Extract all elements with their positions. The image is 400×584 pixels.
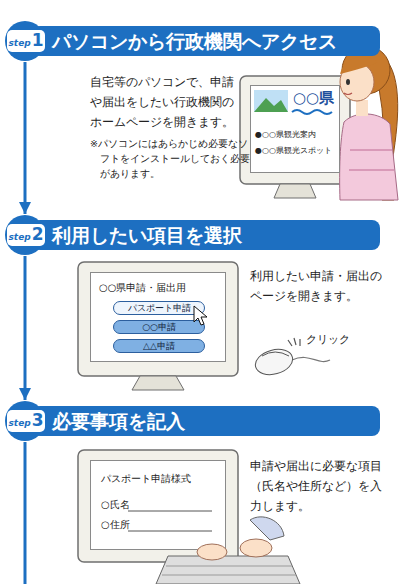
button-node: ○○申請 [113,320,205,334]
screen-node: パスポート申請 ○○申請 △△申請 ○○県申請・届出用 [90,272,226,362]
badge-tab [7,30,45,52]
keyboard [156,556,300,584]
button-node: △△申請 [113,339,205,353]
step-number: 3 [32,410,44,430]
monitor-frame [78,262,238,376]
step-heading: 利用したい項目を選択 [36,220,380,250]
girl-ponytail [374,52,398,200]
flow-arrow [24,62,27,214]
menu-button-text: △△申請 [114,340,204,352]
monitor-3 [78,450,238,562]
flow-line-tail [24,442,27,584]
band-node: 必要事項を記入 [36,406,380,436]
body-text: クリック [306,332,366,348]
girl-eye [346,79,350,85]
badge-text-group: step1 [8,30,44,52]
badge-ring [5,401,45,441]
monitor-stand [132,376,184,390]
girl-shirt [340,114,398,200]
girl-mouth [344,93,352,95]
flow-arrow [24,256,27,400]
step-heading: 必要事項を記入 [36,406,380,436]
monitor-stand [274,184,316,198]
monitor-2 [78,262,238,390]
badge-node: step2 [2,214,48,256]
screen-node: パスポート申請様式 ○氏名 ○住所 [90,460,226,550]
body-text: 利用したい申請・届出のページを開きます。 [250,266,386,306]
menu-button-text: ○○申請 [114,321,204,333]
badge-tab [7,224,45,246]
button-node: パスポート申請 [113,301,205,315]
shirt-stripe [349,169,394,171]
mouse-cable [292,357,330,361]
band-node: パソコンから行政機関へアクセス [36,26,380,56]
monitor-1 [240,76,350,198]
badge-ring [5,215,45,255]
screen-text: ●○○県観光スポット [255,146,332,156]
badge-tab [7,410,45,432]
step-word: step [8,38,30,49]
keyboard-keys [162,566,296,575]
girl-neck [356,100,368,116]
monitor-frame [240,76,350,184]
band-node: 利用したい項目を選択 [36,220,380,250]
screen-text: ●○○県観光案内 [255,130,316,140]
step-word: step [8,232,30,243]
step-word: step [8,418,30,429]
badge-node: step1 [2,20,48,62]
mouse-button [262,352,289,356]
badge-node: step3 [2,400,48,442]
girl-bangs [340,57,378,74]
mouse-body [253,345,296,378]
note-text: ※パソコンにはあらかじめ必要なソフトをインストールしておく必要があります。 [90,136,250,181]
screen-text: ○氏名 [101,499,130,511]
step-heading: パソコンから行政機関へアクセス [36,26,380,56]
step-number: 2 [32,224,44,244]
badge-ring [5,21,45,61]
hand [240,539,272,557]
shirt-stripe [350,149,392,151]
screen-node: ○○県 ●○○県観光案内 ●○○県観光スポット [250,85,340,173]
screen-text: ○○県 [293,89,334,107]
sleeve [250,517,284,540]
girl-face [340,63,374,101]
screen-text: ○○県申請・届出用 [99,282,186,294]
body-text: 自宅等のパソコンで、申請や届出をしたい行政機関のホームページを開きます。 [90,72,238,132]
step-number: 1 [32,30,44,50]
screen-text: パスポート申請様式 [101,473,191,485]
monitor-frame [78,450,238,562]
menu-button-text: パスポート申請 [114,302,204,314]
girl-figure [340,46,398,200]
badge-text-group: step2 [8,224,44,246]
badge-text-group: step3 [8,410,44,432]
screen-text: ○住所 [101,519,130,531]
click-marks [288,338,300,346]
body-text: 申請や届出に必要な項目（氏名や住所など）を入力します。 [250,456,390,516]
